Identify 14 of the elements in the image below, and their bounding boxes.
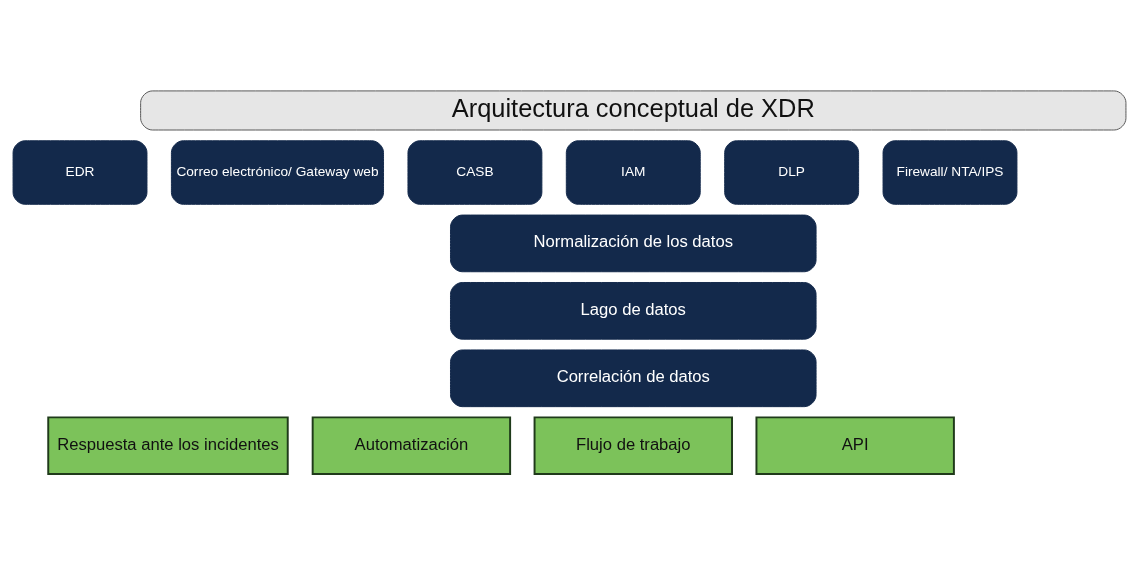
node-box: IAM [565,140,701,205]
node-box: Respuesta ante los incidentes [47,416,289,476]
node-box: Correlación de datos [450,349,817,408]
node-box: Firewall/ NTA/IPS [882,140,1018,205]
node-box: API [755,416,955,476]
node-box: Normalización de los datos [450,214,817,273]
node-box: CASB [407,140,543,205]
node-box: Flujo de trabajo [533,416,733,476]
node-box: Correo electrónico/ Gateway web [170,140,384,205]
node-box: Lago de datos [450,282,817,340]
node-box: Arquitectura conceptual de XDR [140,90,1127,131]
node-box: DLP [724,140,860,205]
node-box: Automatización [311,416,512,476]
node-box: EDR [12,140,148,205]
